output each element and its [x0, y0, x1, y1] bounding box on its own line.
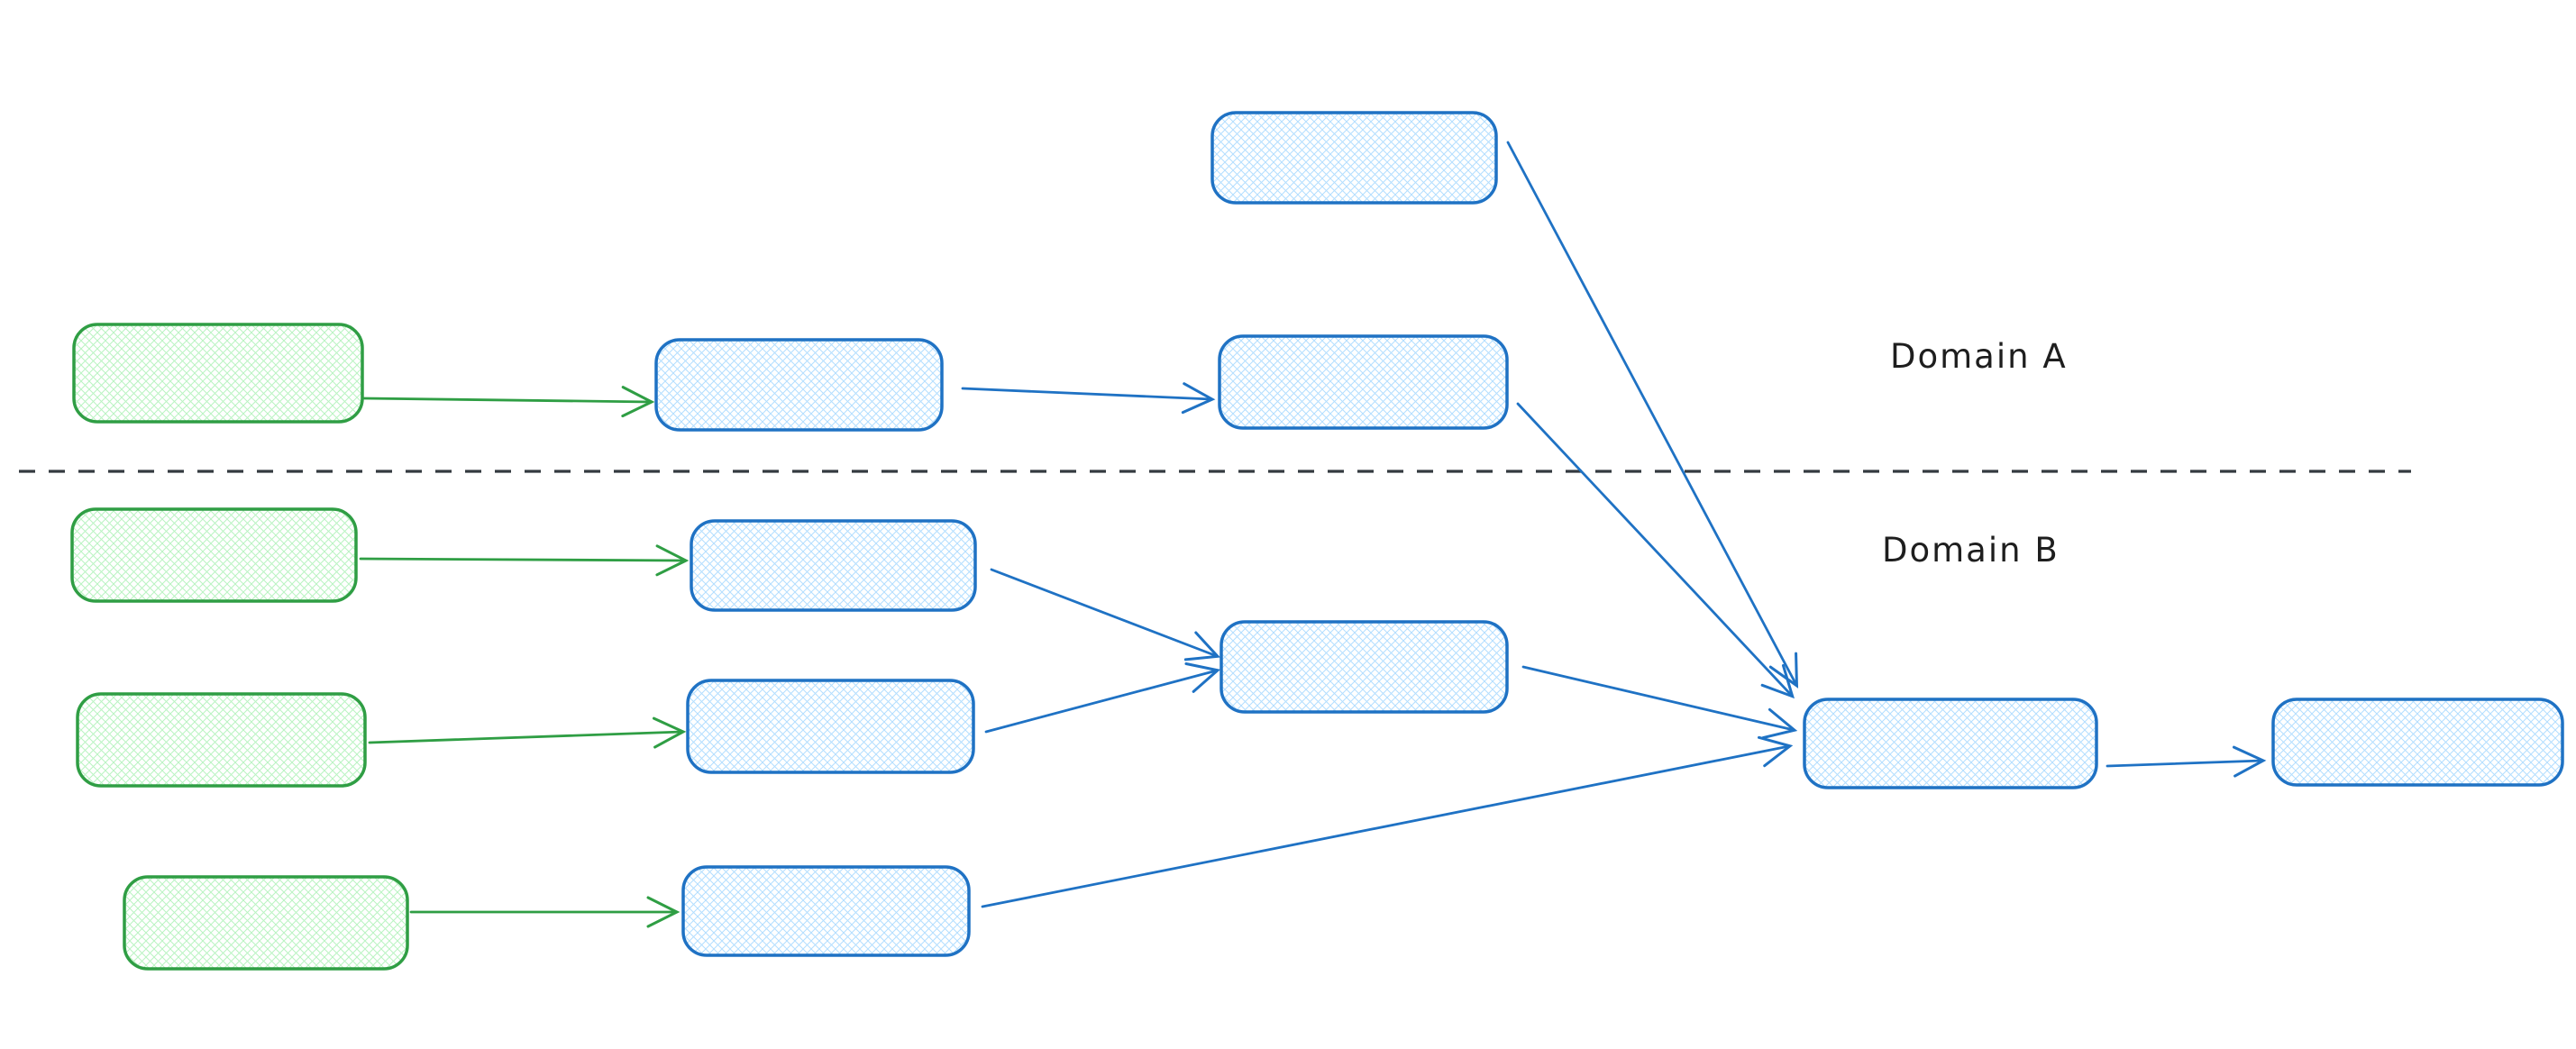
edge-b1src-to-b1[interactable]: [359, 544, 690, 577]
edge-b2-to-mergeb[interactable]: [984, 661, 1221, 734]
edge-a2-to-a3[interactable]: [961, 382, 1216, 415]
domain-a-label[interactable]: Domain A: [1890, 337, 2068, 376]
input-top-blue-node[interactable]: [1210, 111, 1498, 205]
edge-b2src-to-b2[interactable]: [368, 716, 687, 749]
source-green-b2-node[interactable]: [76, 692, 367, 788]
source-green-b3-node[interactable]: [123, 875, 409, 971]
source-green-a1-node[interactable]: [72, 323, 364, 424]
edge-b1-to-mergeb[interactable]: [990, 568, 1221, 661]
process-blue-b2-node[interactable]: [686, 679, 975, 774]
edge-merge-to-output[interactable]: [2106, 745, 2267, 778]
merge-blue-b-node[interactable]: [1219, 620, 1509, 714]
domain-b-label[interactable]: Domain B: [1882, 531, 2060, 570]
merge-blue-main-node[interactable]: [1803, 698, 2098, 789]
edge-a1-to-a2[interactable]: [362, 386, 655, 418]
process-blue-a2-node[interactable]: [654, 338, 944, 432]
edge-a3-to-merge[interactable]: [1516, 402, 1795, 699]
edge-b3-to-merge[interactable]: [981, 735, 1794, 908]
output-blue-node[interactable]: [2271, 698, 2564, 787]
process-blue-b1-node[interactable]: [690, 519, 977, 612]
source-green-b1-node[interactable]: [70, 507, 358, 603]
process-blue-b3-node[interactable]: [681, 865, 971, 957]
process-blue-a3-node[interactable]: [1218, 334, 1509, 430]
edge-top-to-merge[interactable]: [1506, 141, 1799, 689]
edge-mergeb-to-merge[interactable]: [1521, 665, 1798, 740]
